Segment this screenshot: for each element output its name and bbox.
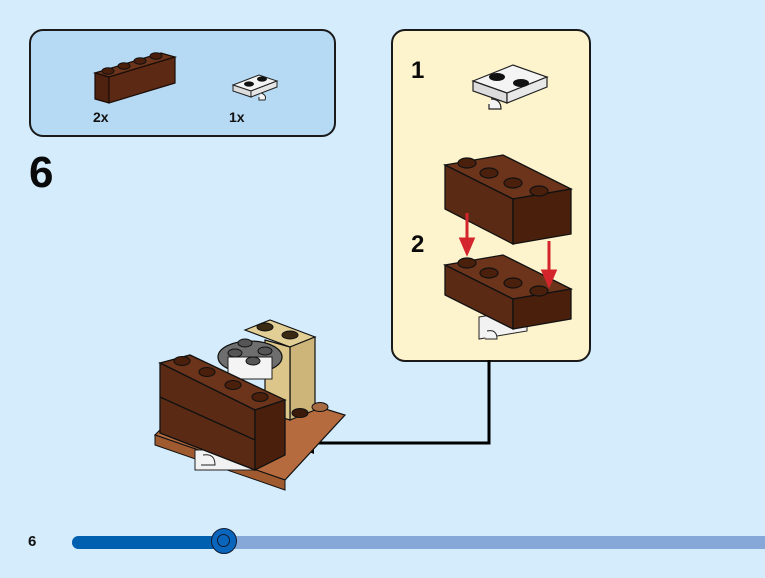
placement-arrows <box>458 213 558 289</box>
progress-fill <box>72 536 224 549</box>
plate-with-clip-white-icon <box>471 64 549 110</box>
parts-list-box: 2x 1x <box>29 29 336 137</box>
red-arrowhead-right <box>540 269 558 289</box>
brick-1x4-top-icon <box>442 154 574 246</box>
assembled-model <box>153 319 347 491</box>
sub-step-label-1: 1 <box>411 57 425 84</box>
progress-track <box>72 536 765 549</box>
progress-knob[interactable] <box>211 528 237 554</box>
brick-1x4-bottom-icon <box>442 254 574 340</box>
plate-with-clip-white-icon <box>231 74 279 101</box>
sub-step-label-2: 2 <box>411 231 425 258</box>
quantity-brick: 2x <box>93 109 109 125</box>
step-number: 6 <box>29 148 54 197</box>
sub-assembly-box: 1 2 <box>391 29 591 362</box>
quantity-plate: 1x <box>229 109 245 125</box>
red-arrowhead-left <box>458 237 476 257</box>
brick-1x4-brown-icon <box>92 52 178 104</box>
page-number: 6 <box>28 533 37 550</box>
